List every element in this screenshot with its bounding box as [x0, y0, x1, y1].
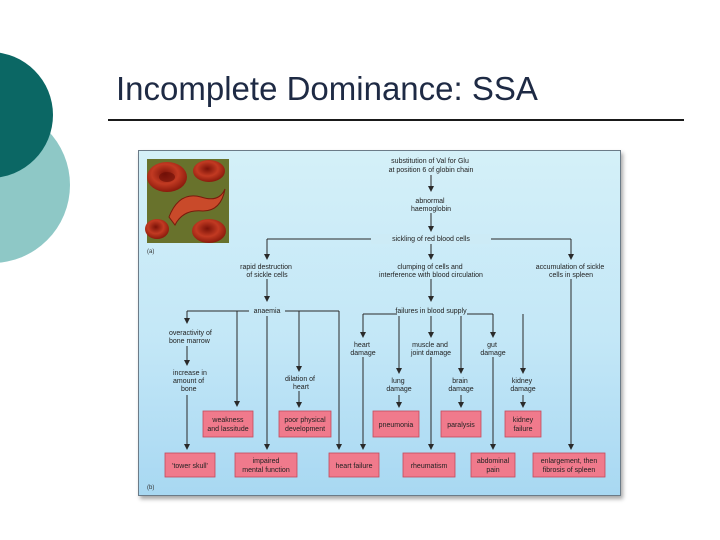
- node-muscle-joint-damage: muscle and joint damage: [410, 342, 451, 357]
- outcome-paralysis: paralysis: [440, 410, 482, 438]
- node-overactivity: overactivity of bone marrow: [169, 330, 214, 345]
- dark-teal-circle: [0, 52, 53, 178]
- node-kidney-damage: kidney damage: [510, 378, 535, 393]
- slide-title: Incomplete Dominance: SSA: [116, 70, 538, 107]
- node-brain-damage: brain damage: [448, 378, 473, 393]
- svg-text:pneumonia: pneumonia: [379, 422, 414, 429]
- outcome-tower-skull: 'tower skull': [164, 452, 216, 478]
- node-gut-damage: gut damage: [480, 342, 505, 357]
- node-heart-damage: heart damage: [350, 342, 375, 357]
- node-abnormal-haemoglobin: abnormal haemoglobin: [411, 198, 451, 213]
- node-failures-blood-supply: failures in blood supply: [395, 308, 467, 315]
- title-divider: [108, 119, 684, 121]
- svg-text:paralysis: paralysis: [447, 422, 475, 429]
- svg-text:rheumatism: rheumatism: [411, 463, 448, 470]
- node-clumping: clumping of cells and interference with …: [379, 264, 483, 279]
- node-anaemia: anaemia: [254, 308, 281, 315]
- outcome-rheumatism: rheumatism: [402, 452, 456, 478]
- outcome-heart-failure: heart failure: [328, 452, 380, 478]
- cause-nodes: substitution of Val for Glu at position …: [169, 158, 606, 393]
- flowchart-svg: (a) (b): [145, 158, 606, 491]
- node-dilation-heart: dilation of heart: [285, 376, 317, 391]
- label-b: (b): [147, 485, 154, 491]
- sickle-cell-flowchart-figure: (a) (b): [138, 150, 621, 496]
- decorative-circles: [0, 52, 70, 263]
- node-increase-bone: increase in amount of bone: [173, 370, 209, 393]
- node-sickling: sickling of red blood cells: [392, 236, 470, 243]
- svg-text:heart failure: heart failure: [336, 463, 373, 470]
- outcome-pneumonia: pneumonia: [372, 410, 420, 438]
- connector-lines: [184, 175, 574, 450]
- node-accumulation: accumulation of sickle cells in spleen: [536, 264, 606, 279]
- sickle-cell-photo: [145, 159, 229, 243]
- label-a: (a): [147, 249, 154, 255]
- node-substitution: substitution of Val for Glu at position …: [389, 158, 474, 174]
- node-rapid-destruction: rapid destruction of sickle cells: [240, 264, 294, 279]
- node-lung-damage: lung damage: [386, 378, 411, 393]
- svg-text:'tower skull': 'tower skull': [172, 463, 208, 470]
